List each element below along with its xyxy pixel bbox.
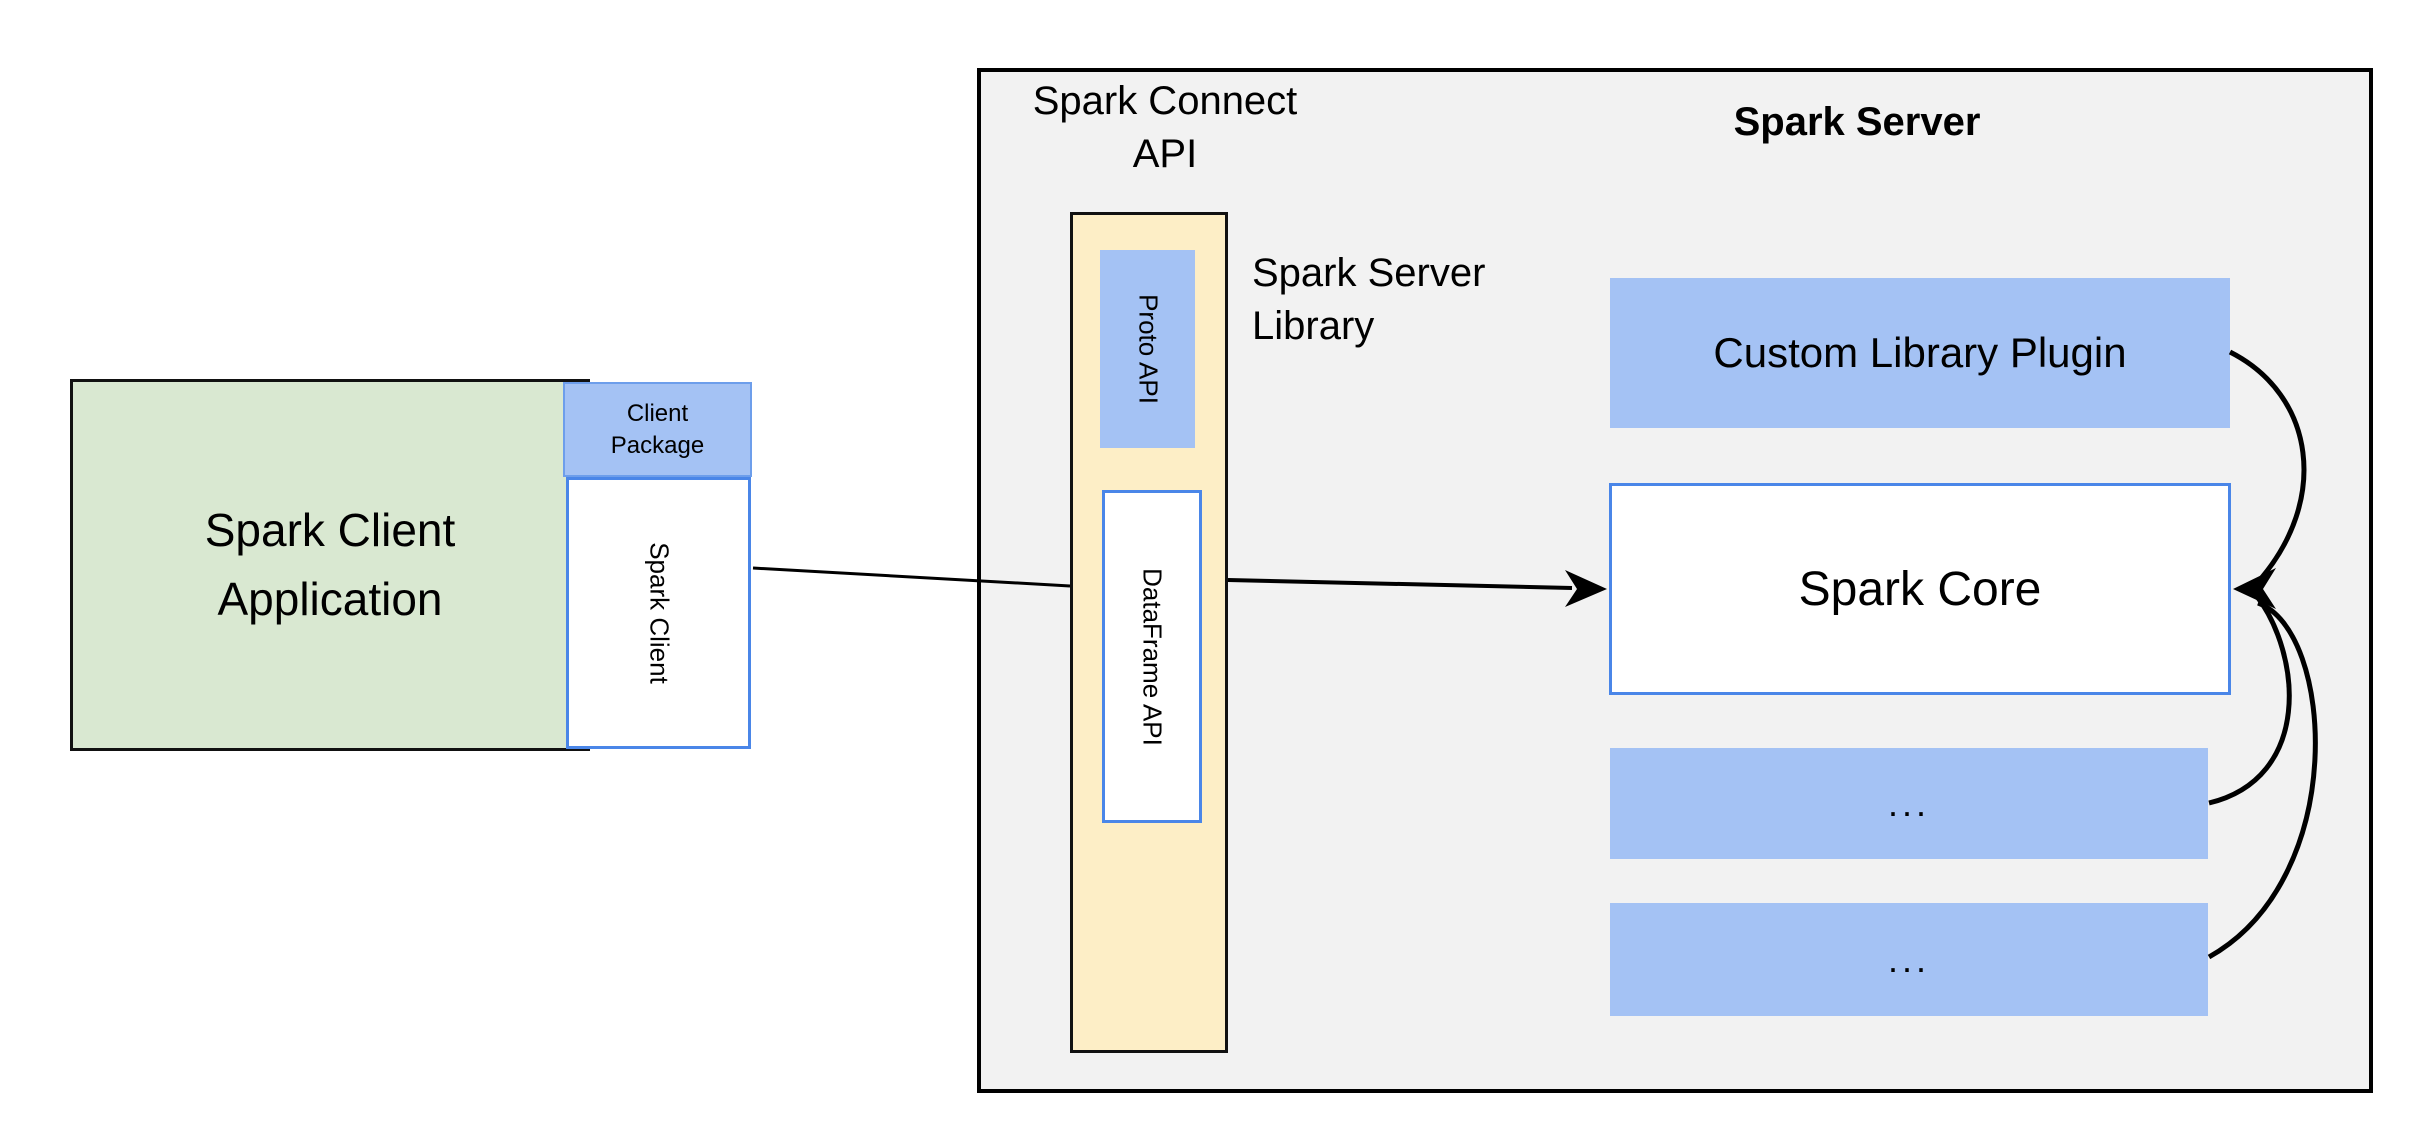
proto-api-box: Proto API bbox=[1100, 250, 1195, 448]
dataframe-api-label: DataFrame API bbox=[1137, 567, 1168, 746]
client-package-label: Client Package bbox=[610, 399, 705, 459]
custom-library-plugin-box: Custom Library Plugin bbox=[1610, 278, 2230, 428]
spark-server-library-label: Spark Server Library bbox=[1252, 251, 1486, 348]
spark-core-label: Spark Core bbox=[1798, 562, 2042, 616]
custom-library-plugin-label: Custom Library Plugin bbox=[1713, 329, 2127, 376]
spark-client-application-label: Spark Client Application bbox=[204, 504, 456, 625]
spark-core-box: Spark Core bbox=[1609, 483, 2231, 695]
spark-client-label: Spark Client bbox=[644, 542, 674, 684]
more-plugins-box-2: ... bbox=[1610, 903, 2208, 1016]
more-plugins-label-2: ... bbox=[1887, 938, 1930, 980]
client-package-box: Client Package bbox=[563, 382, 752, 477]
spark-client-application-box: Spark Client Application bbox=[70, 379, 590, 751]
proto-api-label: Proto API bbox=[1133, 294, 1163, 404]
more-plugins-box-1: ... bbox=[1610, 748, 2208, 859]
spark-connect-api-title: Spark Connect API bbox=[1032, 79, 1298, 176]
dataframe-api-box: DataFrame API bbox=[1102, 490, 1202, 823]
more-plugins-label-1: ... bbox=[1887, 782, 1930, 824]
spark-client-box: Spark Client bbox=[566, 477, 751, 749]
spark-server-title: Spark Server bbox=[1733, 100, 1981, 144]
